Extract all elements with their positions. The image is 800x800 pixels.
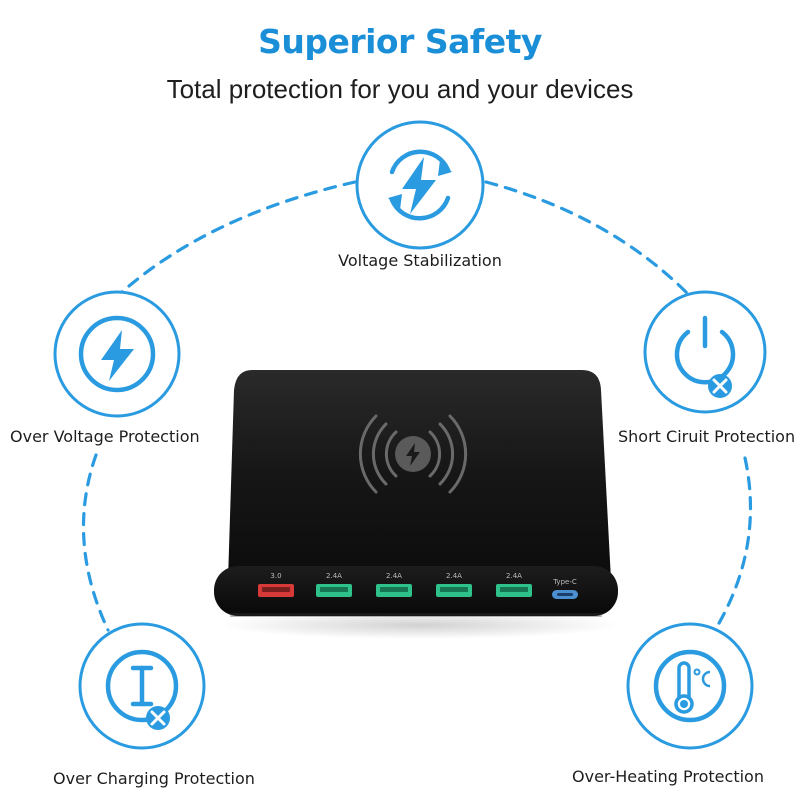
thermometer-icon: [653, 649, 727, 723]
dashed-arc-ring: [81, 180, 753, 637]
icon-circle-over-charging: [78, 622, 206, 750]
port-label: 2.4A: [386, 572, 402, 580]
feature-label-short-circuit: Short Ciruit Protection: [618, 427, 796, 446]
port-usb-3: 2.4A: [436, 572, 472, 597]
port-usb-4: 2.4A: [496, 572, 532, 597]
port-label: 2.4A: [506, 572, 522, 580]
wireless-charging-symbol: [358, 414, 468, 494]
port-label: 2.4A: [326, 572, 342, 580]
dashed-arc-left: [81, 453, 110, 632]
port-label: 2.4A: [446, 572, 462, 580]
port-qc30: 3.0: [258, 572, 294, 597]
icon-circle-short-circuit: [643, 290, 767, 414]
charging-station-product: 3.0 2.4A 2.4A 2.4A 2.4A: [214, 370, 620, 639]
feature-label-voltage-stabilization: Voltage Stabilization: [338, 251, 502, 270]
page-title: Superior Safety: [258, 22, 542, 61]
product-base: [214, 566, 618, 616]
port-usb-c: Type-C: [552, 578, 578, 599]
port-label: Type-C: [552, 578, 577, 586]
port-usb-2: 2.4A: [376, 572, 412, 597]
icon-circle-over-heating: [626, 622, 754, 750]
feature-label-over-voltage: Over Voltage Protection: [10, 427, 200, 446]
dashed-arc-top-right: [484, 180, 692, 298]
dashed-arc-top-left: [120, 180, 357, 294]
feature-label-over-charging: Over Charging Protection: [53, 769, 255, 788]
lightning-bolt-mark: [402, 157, 436, 214]
voltage-stabilization-icon: [388, 149, 452, 221]
feature-label-over-heating: Over-Heating Protection: [572, 767, 764, 786]
dashed-arc-right: [710, 456, 753, 637]
over-charging-icon: [105, 649, 179, 723]
icon-circle-over-voltage: [53, 290, 181, 418]
lightning-bolt-icon: [78, 315, 156, 393]
port-label: 3.0: [270, 572, 281, 580]
page-subtitle: Total protection for you and your device…: [166, 74, 634, 104]
power-off-icon: [674, 315, 736, 385]
product-body: [228, 370, 611, 580]
product-shadow: [220, 611, 620, 639]
port-usb-1: 2.4A: [316, 572, 352, 597]
icon-circle-voltage-stabilization: [355, 120, 485, 250]
